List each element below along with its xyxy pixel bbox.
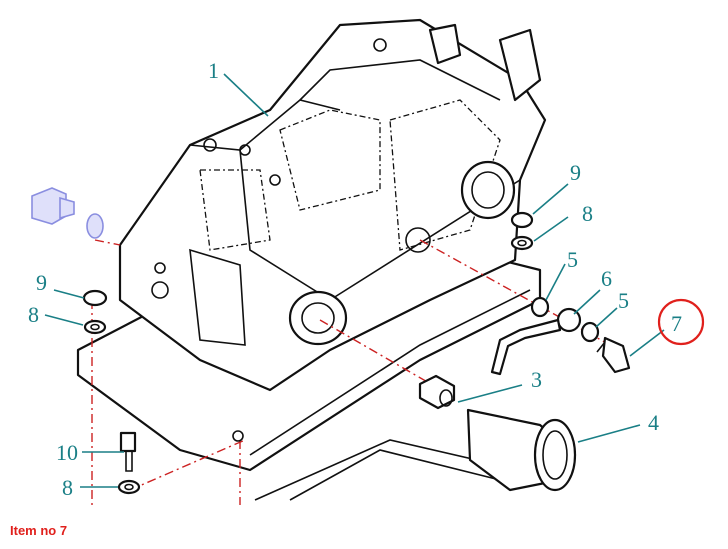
callout-labels: 1 9 8 5 6 5 7 3 4 9 8 10 8 (28, 58, 682, 500)
label-8-left: 8 (28, 302, 39, 327)
exploded-parts-diagram: 1 9 8 5 6 5 7 3 4 9 8 10 8 (28, 18, 705, 505)
label-8-bottom: 8 (62, 475, 73, 500)
highlight-circle (657, 298, 705, 346)
label-9-right: 9 (570, 160, 581, 185)
label-9-left: 9 (36, 270, 47, 295)
label-1: 1 (208, 58, 219, 83)
label-3: 3 (531, 367, 542, 392)
label-10: 10 (56, 440, 78, 465)
ghost-fitting (31, 187, 104, 239)
right-hardware (490, 211, 631, 376)
label-8-right: 8 (582, 201, 593, 226)
leader-lines (44, 73, 665, 488)
oil-filter (418, 374, 577, 492)
label-4: 4 (648, 410, 659, 435)
label-7: 7 (671, 311, 682, 336)
alignment-lines (91, 239, 611, 505)
housing-body (118, 18, 547, 392)
label-6: 6 (601, 266, 612, 291)
label-5-lower: 5 (618, 288, 629, 313)
item-caption: Item no 7 (10, 523, 68, 538)
label-5-upper: 5 (567, 247, 578, 272)
